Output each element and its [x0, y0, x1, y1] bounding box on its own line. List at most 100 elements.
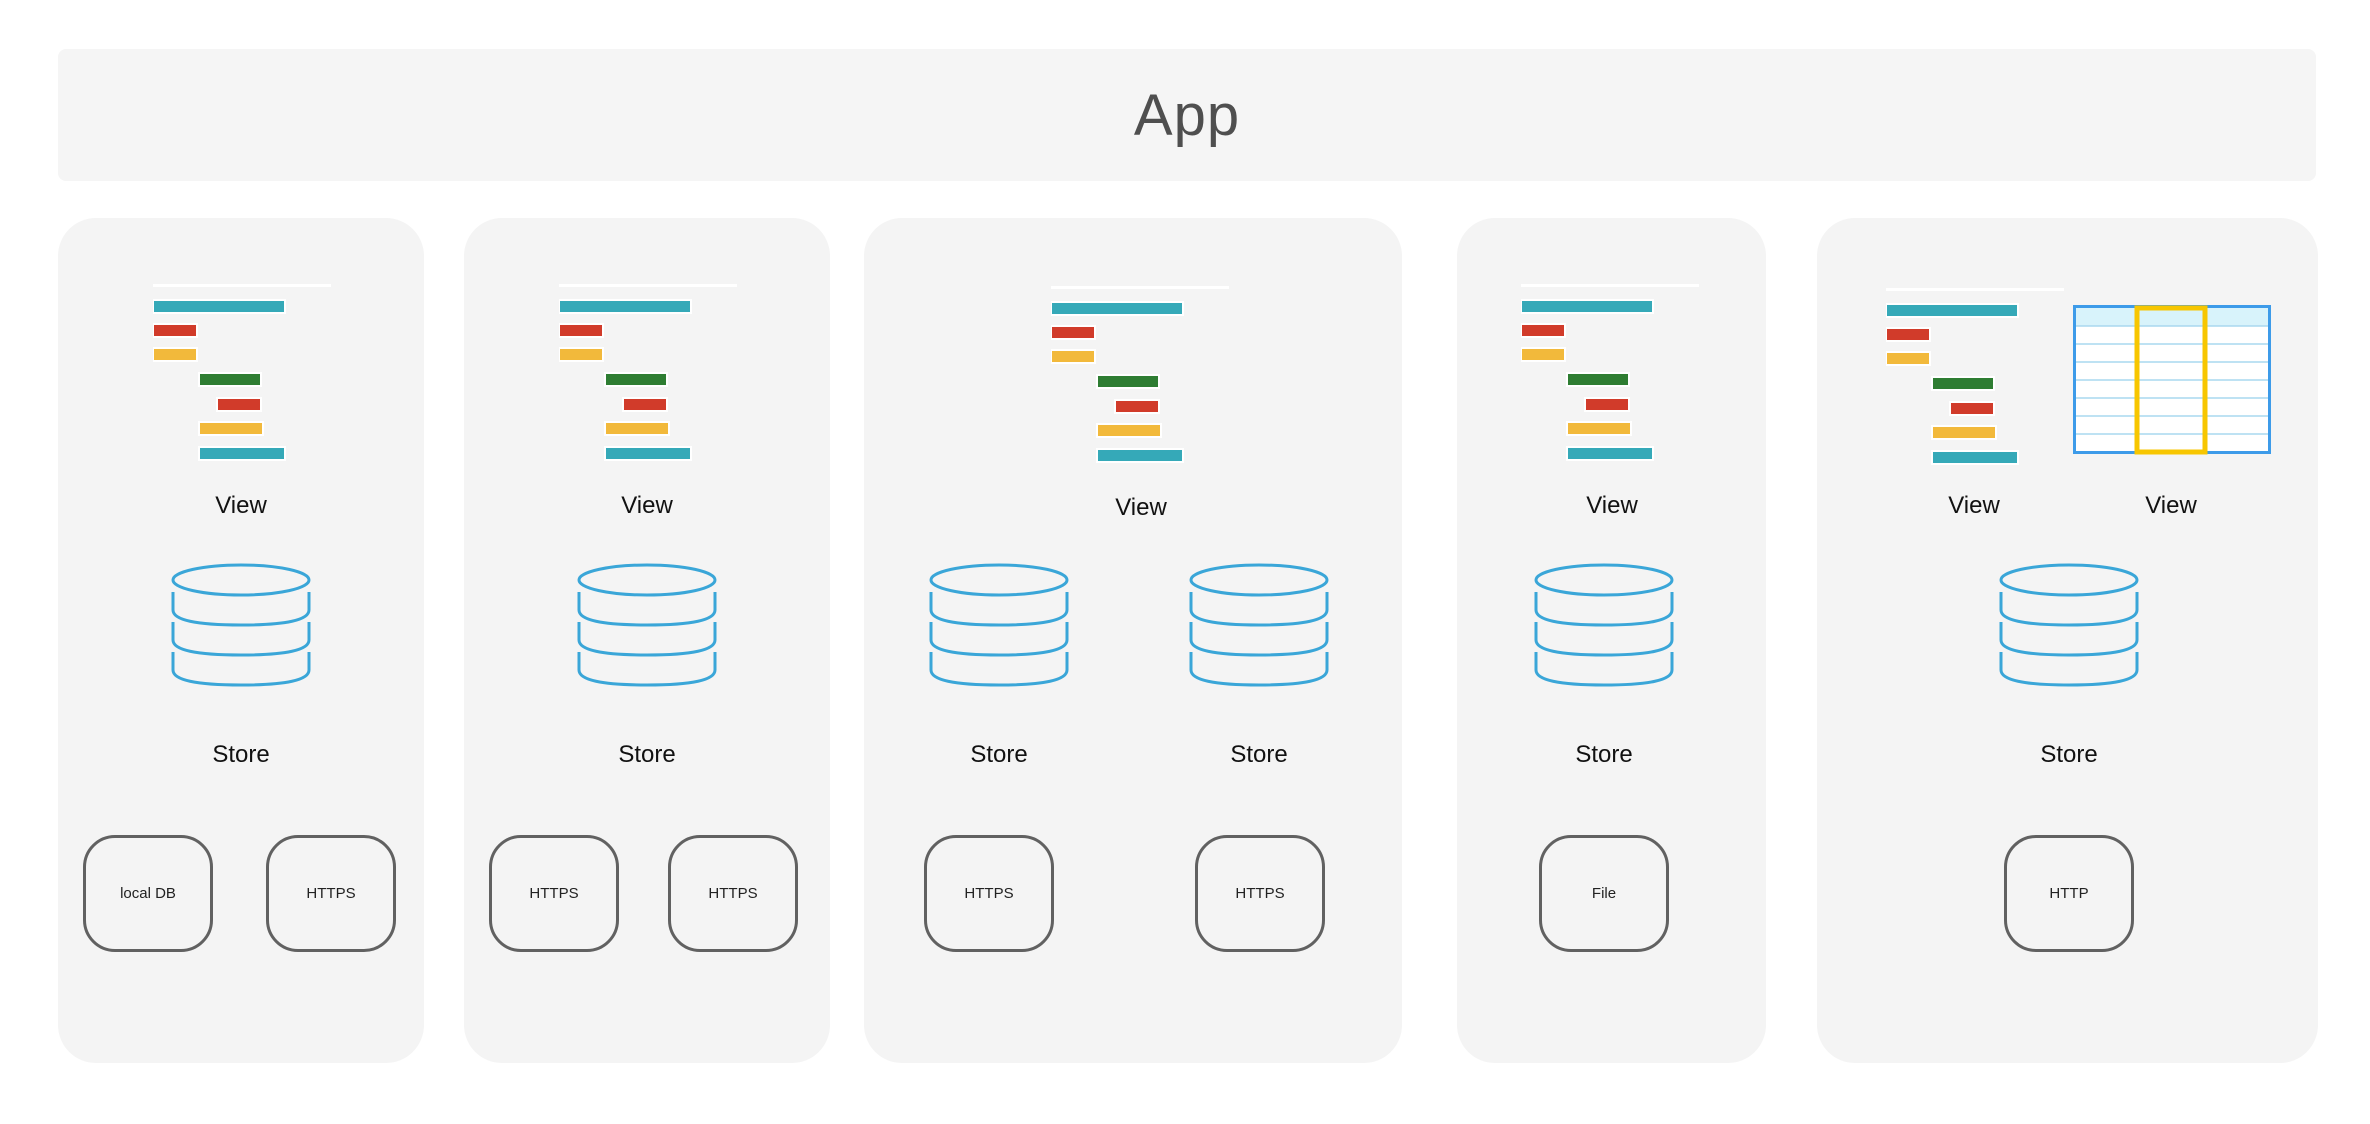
table-grid-icon: [2073, 305, 2271, 455]
gantt-bar-6: [604, 421, 670, 436]
gantt-bar-3: [1521, 347, 1566, 362]
view-label: View: [215, 492, 267, 519]
connector-file: File: [1539, 835, 1669, 952]
db-top: [171, 563, 311, 597]
module-column-4: View Store File: [1457, 218, 1766, 1063]
gantt-bar-3: [1886, 351, 1931, 366]
connector-https: HTTPS: [668, 835, 798, 952]
gantt-bar-4: [1096, 374, 1160, 389]
gantt-bar-6: [1931, 425, 1997, 440]
gantt-bar-6: [1096, 423, 1162, 438]
store-label: Store: [212, 741, 270, 768]
app-title: App: [1133, 82, 1241, 148]
db-ring-3: [1999, 652, 2139, 687]
store-label: Store: [1230, 741, 1288, 768]
db-ring-2: [171, 622, 311, 657]
gantt-bar-1: [1521, 299, 1654, 314]
db-ring-2: [1189, 622, 1329, 657]
db-ring-1: [577, 592, 717, 627]
db-ring-2: [577, 622, 717, 657]
view-label: View: [1948, 492, 2000, 519]
gantt-bar-7: [1096, 448, 1184, 463]
db-top: [577, 563, 717, 597]
gantt-chart-icon: [559, 284, 739, 470]
db-ring-2: [1534, 622, 1674, 657]
gantt-header-line: [153, 284, 331, 287]
database-icon: [1998, 562, 2140, 688]
gantt-bar-3: [1051, 349, 1096, 364]
database-icon: [576, 562, 718, 688]
gantt-chart-icon: [1051, 286, 1231, 472]
connector-https: HTTPS: [266, 835, 396, 952]
module-column-1: View Store local DB HTTPS: [58, 218, 424, 1063]
gantt-bar-7: [604, 446, 692, 461]
gantt-bar-1: [1051, 301, 1184, 316]
db-ring-1: [1189, 592, 1329, 627]
module-column-3: View Store Store HTTPS HTTPS: [864, 218, 1402, 1063]
database-icon: [1533, 562, 1675, 688]
db-ring-3: [577, 652, 717, 687]
gantt-bar-2: [1051, 325, 1096, 340]
gantt-bar-4: [604, 372, 668, 387]
db-ring-3: [171, 652, 311, 687]
connector-http: HTTP: [2004, 835, 2134, 952]
connector-https: HTTPS: [489, 835, 619, 952]
gantt-chart-icon: [153, 284, 333, 470]
gantt-bar-5: [1114, 399, 1160, 414]
gantt-bar-5: [1949, 401, 1995, 416]
gantt-chart-icon: [1521, 284, 1701, 470]
gantt-bar-6: [1566, 421, 1632, 436]
gantt-header-line: [559, 284, 737, 287]
table-header-row: [2076, 308, 2268, 326]
gantt-bar-3: [559, 347, 604, 362]
gantt-bar-5: [216, 397, 262, 412]
table-column-highlight: [2134, 305, 2208, 455]
db-top: [1189, 563, 1329, 597]
gantt-bar-1: [153, 299, 286, 314]
gantt-bar-1: [559, 299, 692, 314]
gantt-bar-5: [1584, 397, 1630, 412]
view-label: View: [1115, 494, 1167, 521]
gantt-bar-7: [198, 446, 286, 461]
db-ring-1: [1534, 592, 1674, 627]
view-label: View: [621, 492, 673, 519]
connector-https: HTTPS: [1195, 835, 1325, 952]
db-ring-2: [1999, 622, 2139, 657]
module-column-5: View View Store HTTP: [1817, 218, 2318, 1063]
db-ring-1: [1999, 592, 2139, 627]
store-label: Store: [1575, 741, 1633, 768]
database-icon: [928, 562, 1070, 688]
store-label: Store: [970, 741, 1028, 768]
db-ring-3: [1534, 652, 1674, 687]
gantt-bar-4: [1931, 376, 1995, 391]
gantt-bar-4: [198, 372, 262, 387]
db-ring-1: [171, 592, 311, 627]
database-icon: [1188, 562, 1330, 688]
gantt-bar-2: [1521, 323, 1566, 338]
gantt-bar-2: [1886, 327, 1931, 342]
gantt-bar-7: [1931, 450, 2019, 465]
db-top: [1999, 563, 2139, 597]
gantt-header-line: [1521, 284, 1699, 287]
database-icon: [170, 562, 312, 688]
gantt-bar-7: [1566, 446, 1654, 461]
module-column-2: View Store HTTPS HTTPS: [464, 218, 830, 1063]
gantt-header-line: [1051, 286, 1229, 289]
app-container-header: App: [58, 49, 2316, 181]
gantt-bar-1: [1886, 303, 2019, 318]
gantt-bar-4: [1566, 372, 1630, 387]
db-ring-3: [1189, 652, 1329, 687]
connector-https: HTTPS: [924, 835, 1054, 952]
gantt-header-line: [1886, 288, 2064, 291]
gantt-bar-6: [198, 421, 264, 436]
connector-local-db: local DB: [83, 835, 213, 952]
db-ring-1: [929, 592, 1069, 627]
view-label: View: [1586, 492, 1638, 519]
db-top: [1534, 563, 1674, 597]
gantt-bar-2: [153, 323, 198, 338]
view-label: View: [2145, 492, 2197, 519]
store-label: Store: [618, 741, 676, 768]
gantt-chart-icon: [1886, 288, 2066, 474]
gantt-bar-2: [559, 323, 604, 338]
db-ring-3: [929, 652, 1069, 687]
